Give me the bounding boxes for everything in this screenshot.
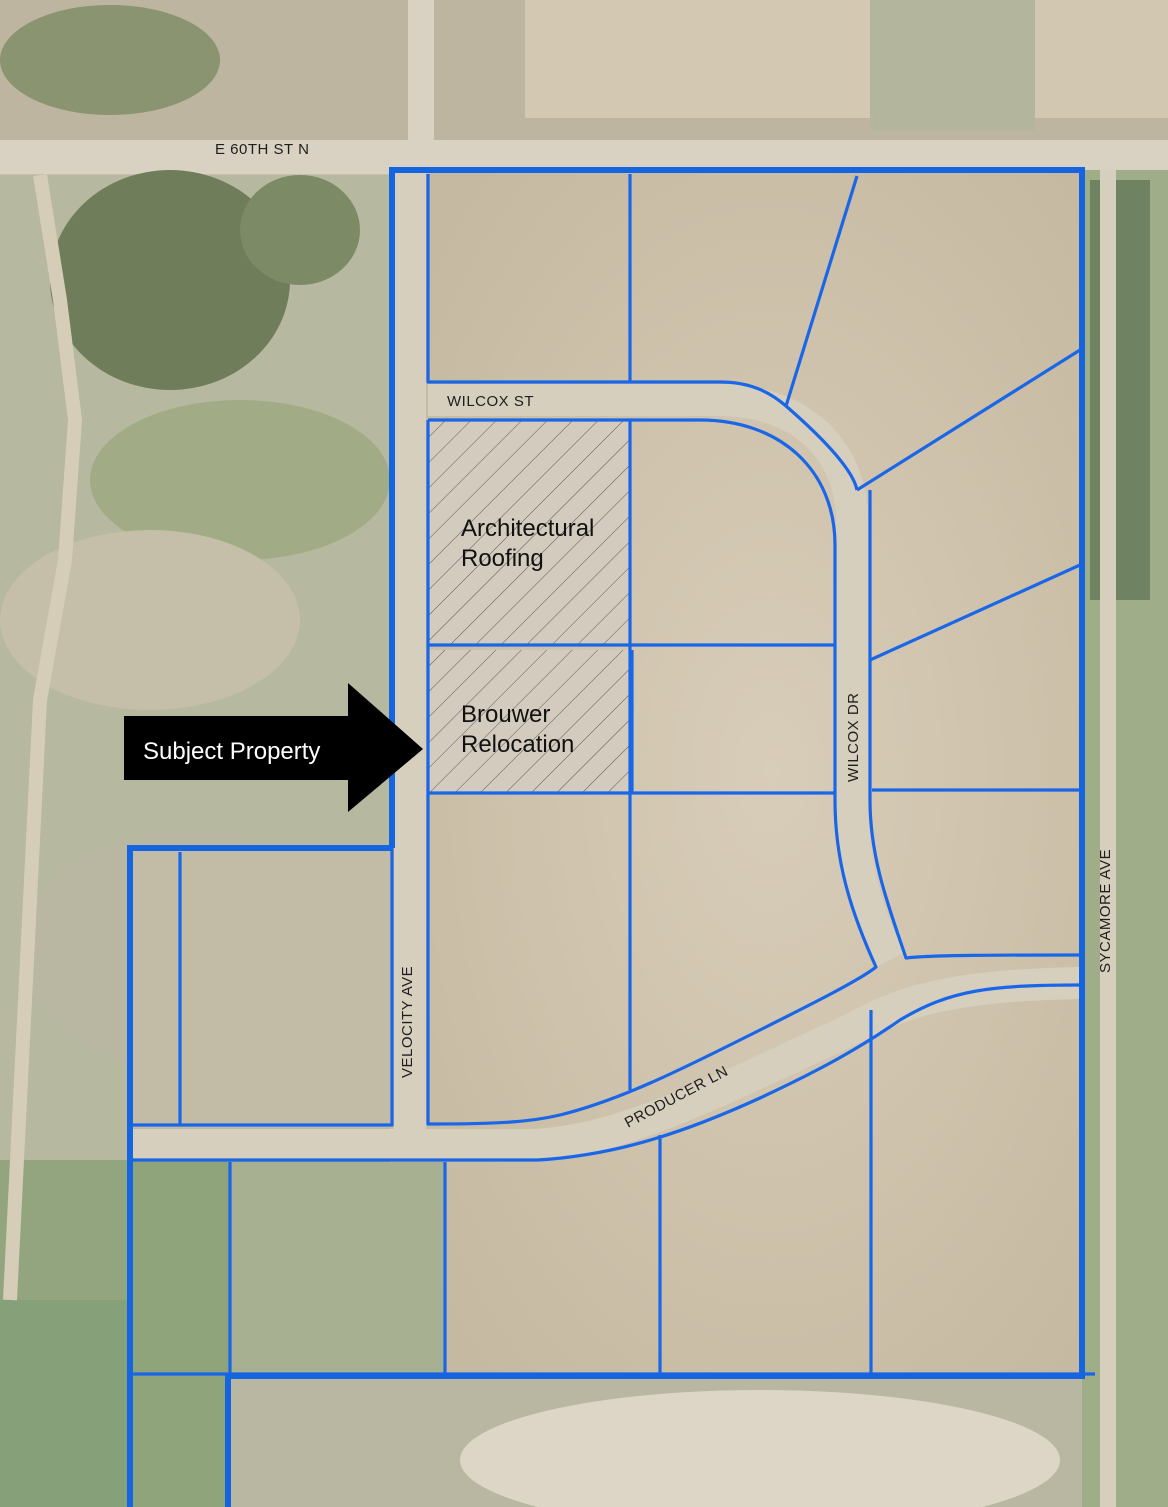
- parcel-label-relocation: Relocation: [461, 731, 574, 758]
- subject-property-label: Subject Property: [143, 738, 320, 765]
- parcel-brouwer-relocation: [428, 650, 631, 793]
- subject-property-callout: Subject Property: [124, 683, 423, 812]
- development-boundary: [127, 167, 1085, 1507]
- parcel-architectural-roofing: [428, 420, 629, 645]
- parcel-label-architectural: Architectural: [461, 515, 594, 542]
- street-label-velocity-ave: VELOCITY AVE: [399, 966, 416, 1078]
- street-label-e-60th-st-n: E 60TH ST N: [215, 141, 309, 158]
- street-label-wilcox-dr: WILCOX DR: [845, 692, 862, 782]
- parcel-label-roofing: Roofing: [461, 545, 544, 572]
- street-label-sycamore-ave: SYCAMORE AVE: [1097, 849, 1114, 973]
- road-surfaces: [130, 170, 1083, 1161]
- street-label-wilcox-st: WILCOX ST: [447, 393, 534, 410]
- arrow-right-icon: [124, 683, 423, 812]
- parcel-label-brouwer: Brouwer: [461, 701, 550, 728]
